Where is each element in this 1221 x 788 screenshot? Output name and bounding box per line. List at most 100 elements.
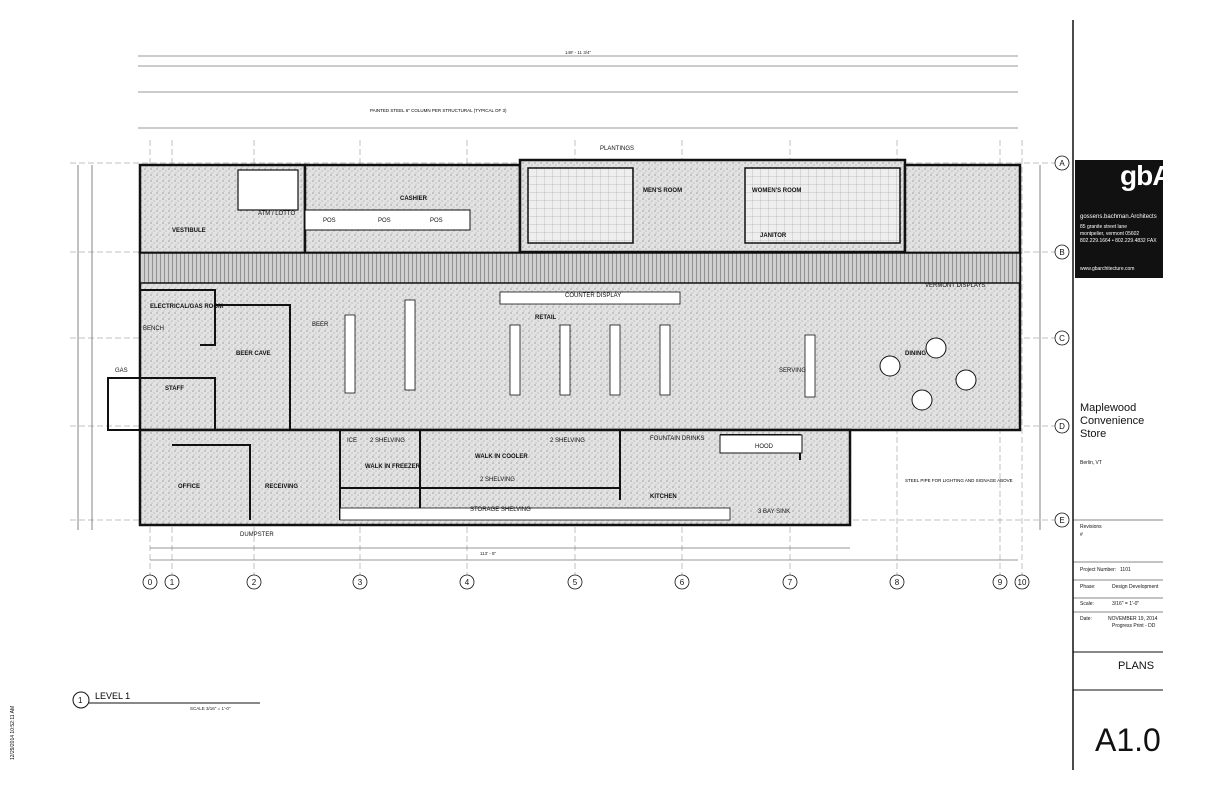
label-pos-3: POS <box>430 218 443 224</box>
level-title: 1 LEVEL 1 SCALE 3/16" = 1'-0" <box>72 691 260 711</box>
label-shelving-3: 2 SHELVING <box>480 477 515 483</box>
label-beer: BEER <box>312 322 329 328</box>
room-janitor: JANITOR <box>760 233 787 239</box>
grid-column-10: 10 <box>1014 574 1030 590</box>
room-staff: STAFF <box>165 386 184 392</box>
level-number: 1 <box>78 696 83 705</box>
room-vestibule: VESTIBULE <box>172 228 206 234</box>
grid-column-8: 8 <box>889 574 905 590</box>
label-three-bay-sink: 3 BAY SINK <box>758 509 790 515</box>
revisions-hash: # <box>1080 532 1083 538</box>
date-value: NOVEMBER 19, 2014 <box>1108 616 1158 622</box>
room-womens: WOMEN'S ROOM <box>752 188 801 194</box>
svg-text:1: 1 <box>170 578 175 587</box>
label-counter-display: COUNTER DISPLAY <box>565 293 621 299</box>
phase: Design Development <box>1112 584 1159 590</box>
grid-row-C: C <box>1054 330 1070 346</box>
svg-text:C: C <box>1059 334 1065 343</box>
svg-text:4: 4 <box>465 578 470 587</box>
sheet-number: A1.0 <box>1095 722 1161 758</box>
scale-value: 3/16" = 1'-0" <box>1112 601 1140 607</box>
room-labels: VESTIBULE CASHIER ATM / LOTTO POS POS PO… <box>115 108 1013 538</box>
title-block <box>1072 20 1163 770</box>
room-walk-in-cooler: WALK IN COOLER <box>475 454 528 460</box>
project-number-label: Project Number: <box>1080 567 1117 573</box>
grid-column-3: 3 <box>352 574 368 590</box>
note-column: PAINTED STEEL 6" COLUMN PER STRUCTURAL (… <box>370 108 507 113</box>
label-plantings: PLANTINGS <box>600 146 634 152</box>
grid-row-bubbles: A B C D E <box>1054 155 1070 528</box>
label-ice: ICE <box>347 438 357 444</box>
label-hood: HOOD <box>755 444 774 450</box>
grid-column-2: 2 <box>246 574 262 590</box>
svg-text:9: 9 <box>998 578 1003 587</box>
svg-text:2: 2 <box>252 578 257 587</box>
firm-logo: gbA <box>1120 160 1172 191</box>
svg-text:7: 7 <box>788 578 793 587</box>
svg-text:6: 6 <box>680 578 685 587</box>
label-serving: SERVING <box>779 368 806 374</box>
bottom-overall-dimension: 113' - 8" <box>480 551 497 556</box>
room-dining: DINING <box>905 351 926 357</box>
svg-text:8: 8 <box>895 578 900 587</box>
grid-column-0: 0 <box>142 574 158 590</box>
level-title-text: LEVEL 1 <box>95 691 130 701</box>
level-scale: SCALE 3/16" = 1'-0" <box>190 706 231 711</box>
building-footprint <box>107 158 1022 527</box>
room-receiving: RECEIVING <box>265 484 298 490</box>
grid-column-5: 5 <box>567 574 583 590</box>
svg-text:5: 5 <box>573 578 578 587</box>
svg-text:3: 3 <box>358 578 363 587</box>
label-shelving-2: 2 SHELVING <box>550 438 585 444</box>
grid-row-D: D <box>1054 418 1070 434</box>
note-pipe: STEEL PIPE FOR LIGHTING AND SIGNAGE ABOV… <box>905 478 1013 483</box>
print-stamp: 12/29/2014 10:52:11 AM <box>10 706 16 760</box>
label-storage-shelving: STORAGE SHELVING <box>470 507 531 513</box>
grid-row-A: A <box>1054 155 1070 171</box>
room-retail: RETAIL <box>535 315 557 321</box>
dimension-lines <box>77 55 1041 561</box>
label-pos-2: POS <box>378 218 391 224</box>
svg-text:D: D <box>1059 422 1065 431</box>
firm-logo-box <box>1075 160 1163 278</box>
sheet-name: PLANS <box>1118 660 1155 672</box>
svg-text:0: 0 <box>148 578 153 587</box>
label-fountain: FOUNTAIN DRINKS <box>650 436 705 442</box>
date-note: Progress Print - DD <box>1112 623 1156 629</box>
grid-column-7: 7 <box>782 574 798 590</box>
date-label: Date: <box>1080 616 1092 622</box>
grid-column-1: 1 <box>164 574 180 590</box>
firm-address-2: montpelier, vermont 05602 <box>1080 231 1140 237</box>
label-dumpster: DUMPSTER <box>240 532 274 538</box>
room-cashier: CASHIER <box>400 196 428 202</box>
firm-web: www.gbarchitecture.com <box>1080 266 1135 272</box>
label-bench: BENCH <box>143 326 164 332</box>
svg-text:E: E <box>1059 516 1064 525</box>
grid-column-6: 6 <box>674 574 690 590</box>
svg-text:A: A <box>1059 159 1065 168</box>
scale-label: Scale: <box>1080 601 1094 607</box>
svg-text:10: 10 <box>1018 578 1027 587</box>
label-vermont-displays: VERMONT DISPLAYS <box>925 283 985 289</box>
revisions-label: Revisions <box>1080 524 1102 530</box>
firm-name: gossens.bachman.Architects <box>1080 214 1157 220</box>
room-atm: ATM / LOTTO <box>258 211 295 217</box>
firm-address-1: 85 granite street lane <box>1080 224 1127 230</box>
grid-column-4: 4 <box>459 574 475 590</box>
label-gas: GAS <box>115 368 128 374</box>
project-title: Maplewood Convenience Store <box>1080 402 1145 440</box>
room-mens: MEN'S ROOM <box>643 188 682 194</box>
grid-column-9: 9 <box>992 574 1008 590</box>
room-beer-cave: BEER CAVE <box>236 351 271 357</box>
room-kitchen: KITCHEN <box>650 494 677 500</box>
grid-row-E: E <box>1054 512 1070 528</box>
grid-row-B: B <box>1054 244 1070 260</box>
firm-phone: 802.229.1664 • 802.229.4832 FAX <box>1080 238 1157 244</box>
grid-column-bubbles: 0 1 2 3 4 5 6 7 8 9 10 <box>142 574 1030 590</box>
room-electrical: ELECTRICAL/GAS ROOM <box>150 304 223 310</box>
phase-label: Phase: <box>1080 584 1096 590</box>
project-number: 1101 <box>1120 567 1131 573</box>
overall-dimension: 149' - 11 3/4" <box>565 50 592 55</box>
room-walk-in-freezer: WALK IN FREEZER <box>365 464 421 470</box>
project-location: Berlin, VT <box>1080 460 1102 466</box>
